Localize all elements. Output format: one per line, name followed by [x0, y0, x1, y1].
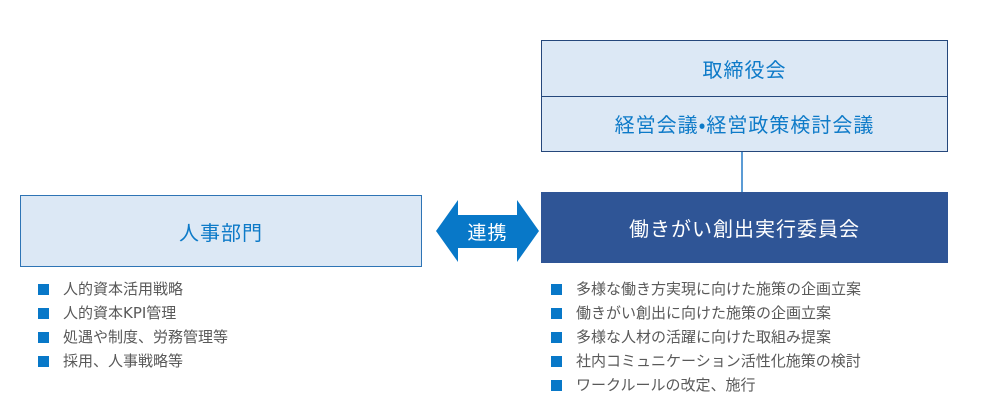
bullet-square-icon	[551, 379, 562, 391]
bullet-square-icon	[551, 307, 562, 319]
bullet-square-icon	[551, 283, 562, 295]
bullet-square-icon	[38, 307, 49, 319]
double-arrow-icon: 連携	[436, 200, 539, 262]
list-item: 多様な働き方実現に向けた施策の企画立案	[551, 277, 861, 301]
bullet-square-icon	[38, 283, 49, 295]
list-item: 働きがい創出に向けた施策の企画立案	[551, 301, 861, 325]
list-item: 採用、人事戦略等	[38, 349, 228, 373]
hr-department-box: 人事部門	[20, 195, 422, 267]
committee-box: 働きがい創出実行委員会	[541, 192, 948, 263]
governance-box: 取締役会 経営会議・経営政策検討会議	[541, 40, 948, 152]
management-meeting-label: 経営会議・経営政策検討会議	[542, 95, 947, 152]
double-arrow-shape	[436, 200, 539, 262]
list-item: 人的資本KPI管理	[38, 301, 228, 325]
list-item-text: 人的資本KPI管理	[63, 304, 177, 322]
hr-department-label: 人事部門	[179, 220, 263, 245]
bullet-square-icon	[551, 355, 562, 367]
list-item-text: 人的資本活用戦略	[63, 280, 184, 298]
bullet-square-icon	[38, 355, 49, 367]
committee-responsibilities-list: 多様な働き方実現に向けた施策の企画立案 働きがい創出に向けた施策の企画立案 多様…	[551, 277, 861, 397]
list-item: 処遇や制度、労務管理等	[38, 325, 228, 349]
list-item-text: 働きがい創出に向けた施策の企画立案	[576, 304, 832, 322]
list-item: 多様な人材の活躍に向けた取組み提案	[551, 325, 861, 349]
list-item-text: 社内コミュニケーション活性化施策の検討	[576, 352, 861, 370]
list-item: ワークルールの改定、施行	[551, 373, 861, 397]
committee-label: 働きがい創出実行委員会	[629, 217, 860, 241]
hr-responsibilities-list: 人的資本活用戦略 人的資本KPI管理 処遇や制度、労務管理等 採用、人事戦略等	[38, 277, 228, 373]
list-item-text: 採用、人事戦略等	[63, 352, 184, 370]
list-item-text: 多様な人材の活躍に向けた取組み提案	[576, 328, 832, 346]
list-item: 人的資本活用戦略	[38, 277, 228, 301]
collaboration-arrow-label: 連携	[467, 222, 507, 244]
bullet-square-icon	[38, 331, 49, 343]
list-item-text: 処遇や制度、労務管理等	[63, 328, 229, 346]
bullet-square-icon	[551, 331, 562, 343]
list-item-text: ワークルールの改定、施行	[576, 376, 756, 394]
collaboration-arrow: 連携	[436, 200, 539, 262]
list-item: 社内コミュニケーション活性化施策の検討	[551, 349, 861, 373]
list-item-text: 多様な働き方実現に向けた施策の企画立案	[576, 280, 862, 298]
vertical-connector-line	[741, 152, 743, 192]
board-of-directors-label: 取締役会	[702, 57, 787, 82]
